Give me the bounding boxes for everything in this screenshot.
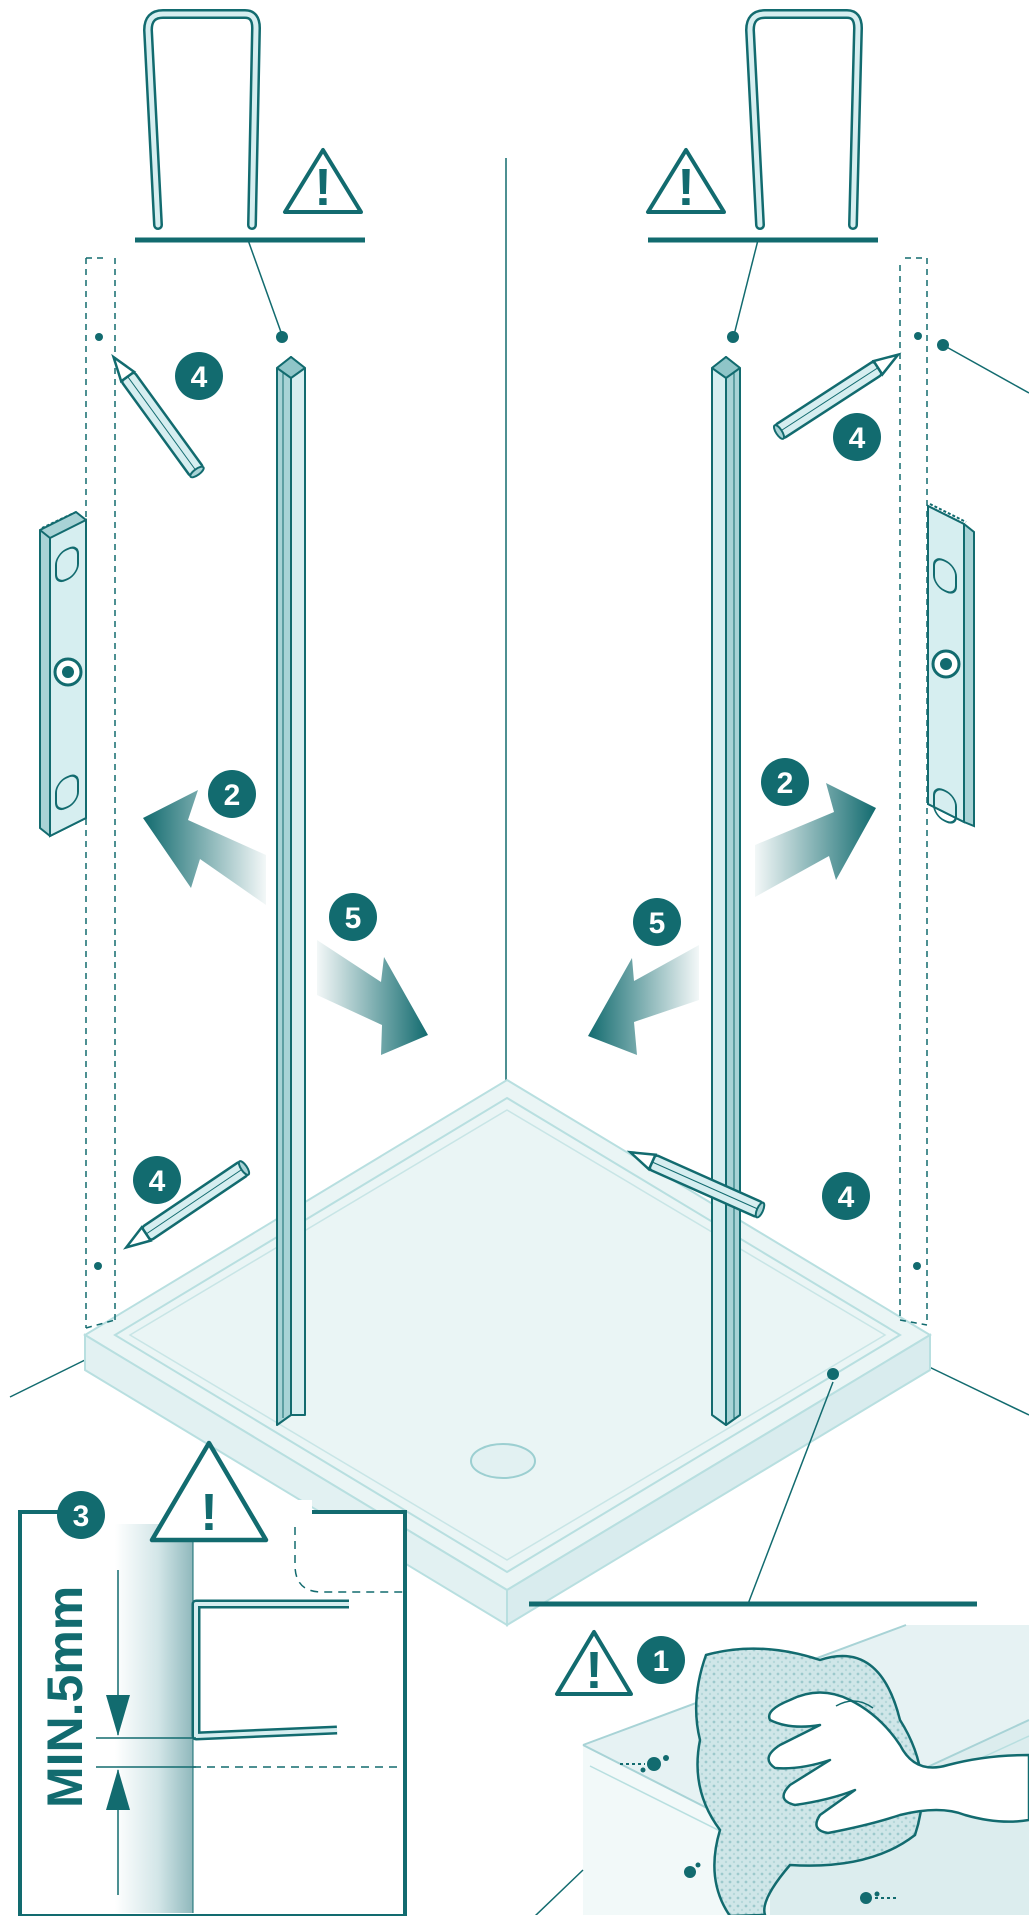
min-gap-label: MIN.5mm	[37, 1586, 93, 1808]
step-badge-4-bottom-left: 4	[133, 1156, 181, 1204]
svg-text:!: !	[585, 1642, 602, 1700]
drain-icon	[471, 1444, 535, 1478]
wall-profile-outline-left	[86, 258, 115, 1328]
warning-triangle-icon: !	[648, 150, 724, 217]
spirit-level-icon	[40, 512, 86, 836]
spirit-level-icon	[928, 504, 974, 826]
callout-line	[937, 339, 1029, 393]
step-badge-1: 1	[637, 1636, 685, 1684]
mark-dot	[94, 1262, 102, 1270]
svg-text:!: !	[314, 159, 331, 217]
svg-text:2: 2	[777, 767, 794, 800]
arrow-icon-step5-right	[588, 945, 699, 1055]
step-badge-4-bottom-right: 4	[822, 1172, 870, 1220]
svg-text:4: 4	[149, 1165, 166, 1198]
mark-dot	[913, 1262, 921, 1270]
svg-text:4: 4	[191, 361, 208, 394]
svg-text:3: 3	[73, 1500, 90, 1533]
wall-section	[115, 1513, 193, 1913]
inset-min-gap: MIN.5mm 3 !	[20, 1443, 405, 1916]
step-badge-2-right: 2	[761, 758, 809, 806]
mark-dot	[914, 332, 922, 340]
wall-profile-outline-right	[900, 258, 927, 1325]
svg-text:!: !	[677, 159, 694, 217]
mark-dot	[95, 333, 103, 341]
svg-text:!: !	[200, 1484, 217, 1542]
step-badge-4-top-right: 4	[833, 413, 881, 461]
svg-text:2: 2	[224, 779, 241, 812]
warning-triangle-icon: !	[557, 1632, 631, 1700]
svg-text:5: 5	[345, 902, 362, 935]
step-badge-5-left: 5	[329, 893, 377, 941]
step-badge-3: 3	[57, 1491, 105, 1539]
arrow-icon-step5-left	[317, 940, 428, 1055]
step-badge-2-left: 2	[208, 770, 256, 818]
step-badge-4-top-left: 4	[175, 352, 223, 400]
svg-text:1: 1	[653, 1645, 670, 1678]
svg-text:4: 4	[838, 1181, 855, 1214]
wall-profile-right	[712, 357, 740, 1425]
svg-text:4: 4	[849, 422, 866, 455]
svg-text:5: 5	[649, 907, 666, 940]
wall-profile-left	[277, 357, 305, 1425]
warning-triangle-icon: !	[285, 150, 361, 217]
step-badge-5-right: 5	[633, 898, 681, 946]
